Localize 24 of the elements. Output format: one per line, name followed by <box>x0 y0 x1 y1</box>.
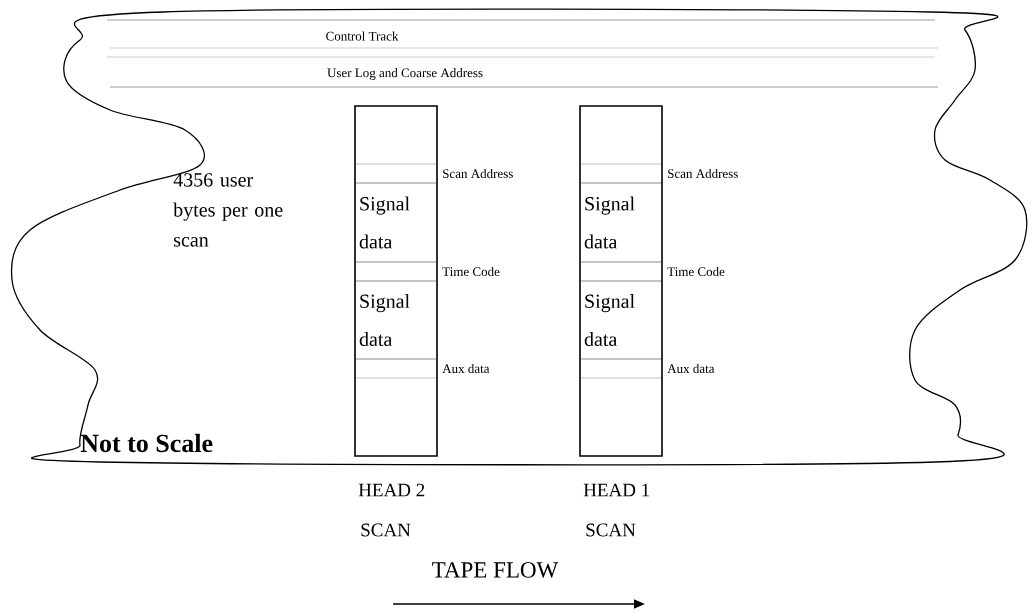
field-label: Scan Address <box>668 168 738 179</box>
field-label: Aux data <box>442 363 490 374</box>
field-label: Time Code <box>442 266 500 277</box>
data-cell: Signal data <box>359 196 410 249</box>
track-band <box>106 19 939 49</box>
data-cell: Signal data <box>359 293 410 346</box>
head-label: HEAD 2 <box>358 483 425 497</box>
note-text: 4356 user bytes per one scan <box>173 173 283 247</box>
head-label: HEAD 1 <box>583 483 650 497</box>
field-label: Aux data <box>667 363 715 374</box>
head-label: SCAN <box>361 523 411 537</box>
data-cell: Signal data <box>584 196 635 249</box>
scan-strip <box>579 105 663 457</box>
head-label: SCAN <box>586 523 636 537</box>
scan-strip <box>354 105 438 457</box>
scale-note: Not to Scale <box>80 433 213 453</box>
data-cell: Signal data <box>584 293 635 346</box>
flow-label: TAPE FLOW <box>432 562 559 578</box>
track-label: User Log and Coarse Address <box>327 68 483 80</box>
tape-outline <box>10 8 1028 466</box>
field-label: Time Code <box>667 266 725 277</box>
track-band <box>106 56 939 88</box>
field-label: Scan Address <box>443 168 513 179</box>
track-label: Control Track <box>326 31 399 41</box>
